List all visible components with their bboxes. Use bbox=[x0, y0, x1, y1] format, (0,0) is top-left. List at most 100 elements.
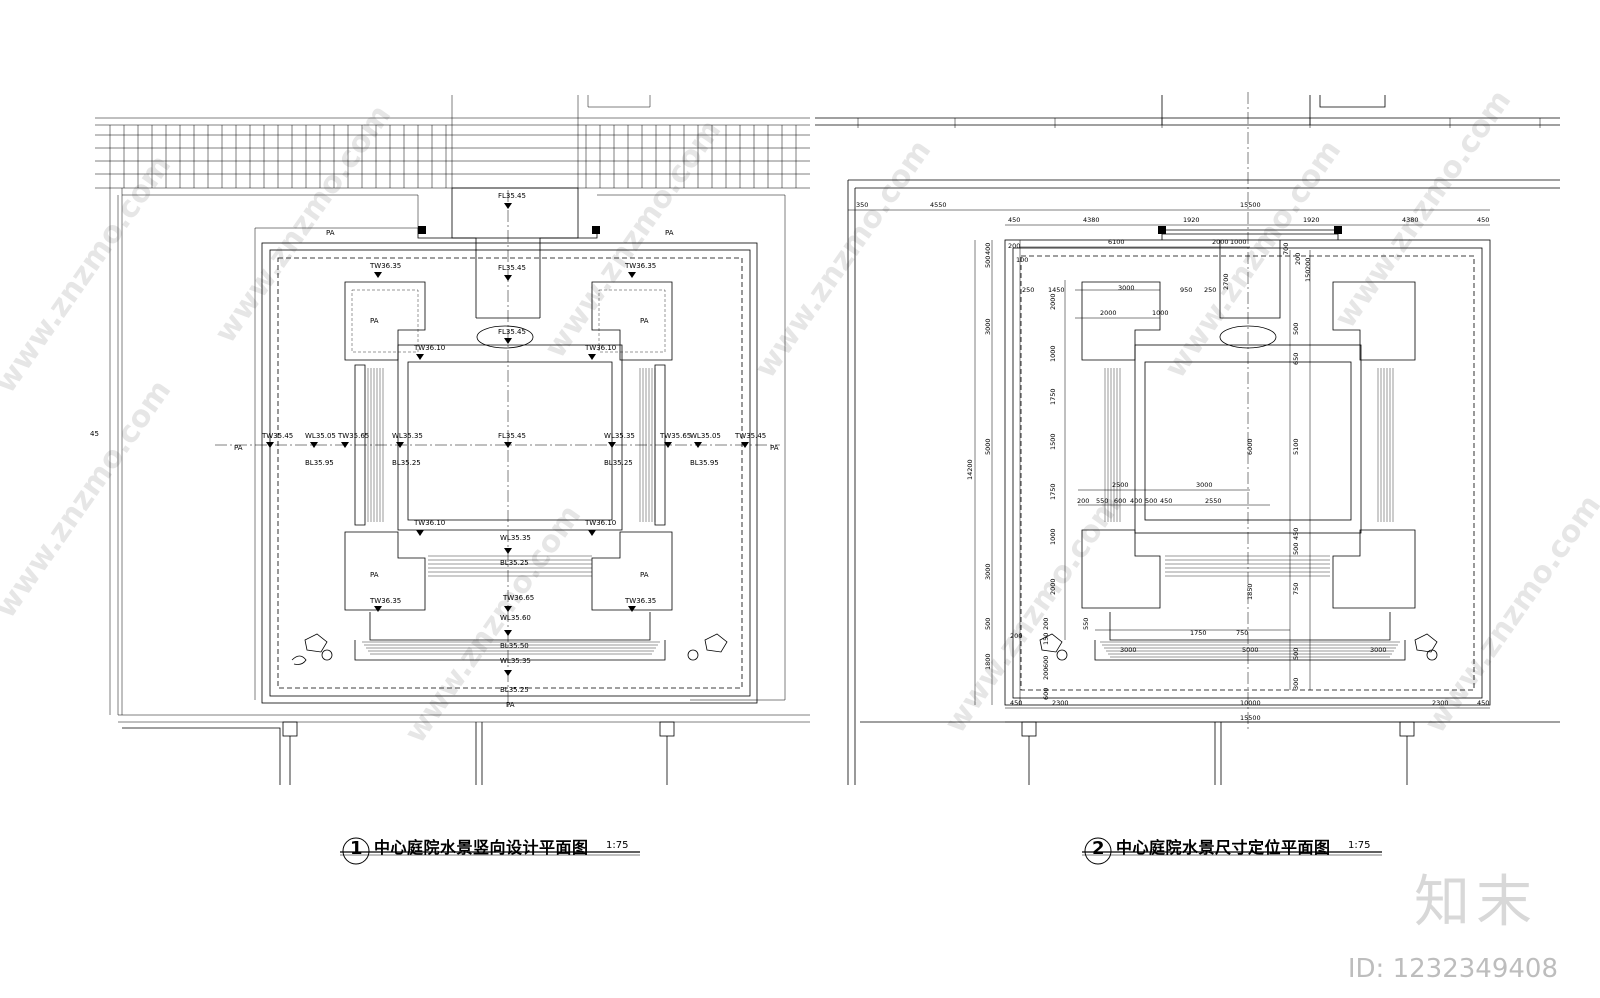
svg-text:150: 150 bbox=[1042, 633, 1050, 645]
svg-text:200: 200 bbox=[1042, 668, 1050, 680]
watermark-urls: www.znzmo.com www.znzmo.com www.znzmo.co… bbox=[0, 84, 1600, 750]
svg-text:200: 200 bbox=[1008, 242, 1020, 250]
svg-text:1920: 1920 bbox=[1183, 216, 1200, 224]
svg-text:TW36.10: TW36.10 bbox=[584, 519, 616, 527]
watermark-logo: 知末 bbox=[1414, 870, 1538, 935]
svg-text:PA: PA bbox=[234, 444, 243, 452]
svg-text:BL35.25: BL35.25 bbox=[392, 459, 421, 467]
level-marker-icon bbox=[504, 670, 512, 676]
svg-text:200: 200 bbox=[1077, 497, 1089, 505]
svg-text:WL35.60: WL35.60 bbox=[500, 614, 531, 622]
svg-text:BL35.95: BL35.95 bbox=[690, 459, 719, 467]
right-plan bbox=[815, 92, 1560, 785]
svg-text:TW36.10: TW36.10 bbox=[413, 344, 445, 352]
svg-text:TW36.10: TW36.10 bbox=[584, 344, 616, 352]
level-marker-icon bbox=[504, 442, 512, 448]
svg-text:1500: 1500 bbox=[1049, 433, 1057, 450]
svg-text:TW35.45: TW35.45 bbox=[261, 432, 293, 440]
watermark-id: ID: 1232349408 bbox=[1347, 954, 1558, 984]
svg-text:BL35.25: BL35.25 bbox=[500, 686, 529, 694]
svg-text:950: 950 bbox=[1180, 286, 1192, 294]
svg-text:450: 450 bbox=[1160, 497, 1172, 505]
svg-text:45: 45 bbox=[90, 430, 99, 438]
svg-text:1450: 1450 bbox=[1048, 286, 1065, 294]
svg-text:2500: 2500 bbox=[1112, 481, 1129, 489]
left-strip bbox=[109, 188, 810, 723]
svg-text:2000: 2000 bbox=[1049, 578, 1057, 595]
level-marker-icon bbox=[504, 630, 512, 636]
svg-text:WL35.35: WL35.35 bbox=[500, 534, 531, 542]
svg-text:650: 650 bbox=[1292, 353, 1300, 365]
svg-text:250: 250 bbox=[1022, 286, 1034, 294]
svg-text:750: 750 bbox=[1292, 583, 1300, 595]
level-marker-icon bbox=[416, 530, 424, 536]
level-marker-icon bbox=[504, 606, 512, 612]
svg-text:2300: 2300 bbox=[1052, 699, 1069, 707]
svg-text:BL35.25: BL35.25 bbox=[500, 559, 529, 567]
watermark-url: www.znzmo.com bbox=[0, 149, 178, 400]
drawing-number-circle bbox=[1084, 837, 1112, 865]
level-marker-icon bbox=[504, 275, 512, 281]
svg-text:15500: 15500 bbox=[1240, 201, 1261, 209]
svg-text:2300: 2300 bbox=[1432, 699, 1449, 707]
svg-text:5100: 5100 bbox=[1292, 438, 1300, 455]
svg-text:3000: 3000 bbox=[984, 318, 992, 335]
svg-text:700: 700 bbox=[1282, 243, 1290, 255]
drawing-scale: 1:75 bbox=[606, 840, 629, 851]
level-markers bbox=[266, 203, 749, 676]
svg-text:10000: 10000 bbox=[1240, 699, 1261, 707]
svg-text:TW35.45: TW35.45 bbox=[734, 432, 766, 440]
level-marker-icon bbox=[588, 354, 596, 360]
svg-text:FL35.45: FL35.45 bbox=[498, 192, 526, 200]
svg-text:TW36.35: TW36.35 bbox=[369, 262, 401, 270]
drawing-number: 1 bbox=[350, 838, 363, 859]
svg-text:1000: 1000 bbox=[1049, 528, 1057, 545]
watermark-url: www.znzmo.com bbox=[938, 489, 1128, 740]
svg-text:WL35.35: WL35.35 bbox=[392, 432, 423, 440]
drawing-number: 2 bbox=[1092, 838, 1105, 859]
level-marker-icon bbox=[374, 272, 382, 278]
svg-text:2000: 2000 bbox=[1212, 238, 1229, 246]
svg-text:200: 200 bbox=[1010, 632, 1022, 640]
svg-text:100: 100 bbox=[1016, 256, 1028, 264]
svg-text:200: 200 bbox=[1042, 618, 1050, 630]
svg-text:BL35.50: BL35.50 bbox=[500, 642, 529, 650]
level-marker-icon bbox=[396, 442, 404, 448]
svg-text:PA: PA bbox=[665, 229, 674, 237]
drawing-scale: 1:75 bbox=[1348, 840, 1371, 851]
svg-text:1000: 1000 bbox=[1152, 309, 1169, 317]
svg-text:PA: PA bbox=[506, 701, 515, 709]
svg-text:4550: 4550 bbox=[930, 201, 947, 209]
svg-text:5000: 5000 bbox=[1242, 646, 1259, 654]
svg-text:2700: 2700 bbox=[1222, 273, 1230, 290]
svg-text:2000: 2000 bbox=[1049, 293, 1057, 310]
svg-text:TW35.65: TW35.65 bbox=[659, 432, 691, 440]
level-marker-icon bbox=[664, 442, 672, 448]
watermark-url: www.znzmo.com bbox=[208, 99, 398, 350]
drawing-number-circle bbox=[342, 837, 370, 865]
svg-text:FL35.45: FL35.45 bbox=[498, 264, 526, 272]
level-marker-icon bbox=[416, 354, 424, 360]
title-block-right bbox=[1082, 837, 1382, 865]
svg-text:450: 450 bbox=[1477, 699, 1489, 707]
svg-text:2550: 2550 bbox=[1205, 497, 1222, 505]
svg-text:6000: 6000 bbox=[1246, 438, 1254, 455]
svg-text:6100: 6100 bbox=[1108, 238, 1125, 246]
svg-text:3000: 3000 bbox=[1120, 646, 1137, 654]
svg-text:TW36.10: TW36.10 bbox=[413, 519, 445, 527]
svg-text:450: 450 bbox=[1008, 216, 1020, 224]
level-marker-icon bbox=[628, 272, 636, 278]
svg-text:TW36.35: TW36.35 bbox=[624, 597, 656, 605]
level-marker-icon bbox=[310, 442, 318, 448]
svg-text:TW36.35: TW36.35 bbox=[369, 597, 401, 605]
watermark-url: www.znzmo.com bbox=[538, 114, 728, 365]
svg-text:300: 300 bbox=[1292, 678, 1300, 690]
svg-text:500: 500 bbox=[1145, 497, 1157, 505]
level-marker-icon bbox=[341, 442, 349, 448]
svg-text:1750: 1750 bbox=[1190, 629, 1207, 637]
svg-text:FL35.45: FL35.45 bbox=[498, 432, 526, 440]
level-marker-icon bbox=[741, 442, 749, 448]
svg-text:PA: PA bbox=[370, 571, 379, 579]
svg-text:250: 250 bbox=[1204, 286, 1216, 294]
